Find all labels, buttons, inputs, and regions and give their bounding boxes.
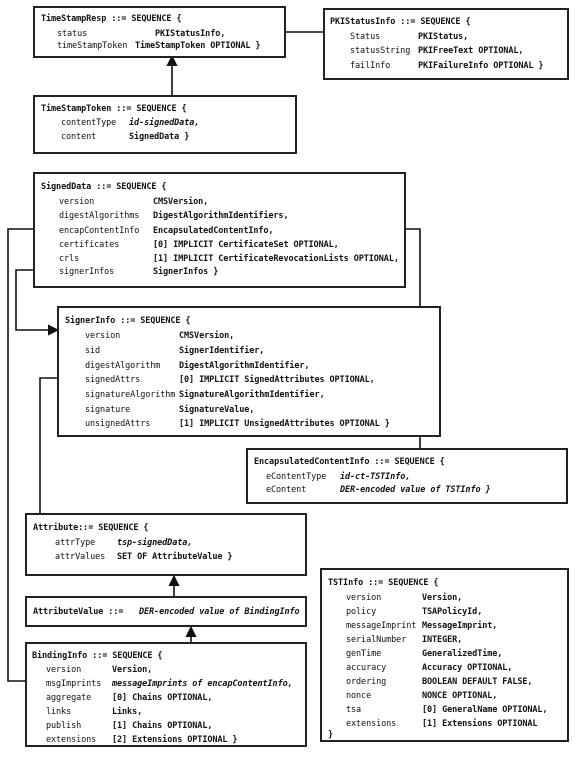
arrow-encapcontentinfo-to-msgimprints [7,228,42,687]
bindinginfo-row-extensions: extensions[2] Extensions OPTIONAL } [46,735,238,745]
bindinginfo-title: BindingInfo ::= SEQUENCE { [32,651,163,661]
pkistatusinfo-title: PKIStatusInfo ::= SEQUENCE { [330,17,471,27]
timestampresp-title: TimeStampResp ::= SEQUENCE { [41,14,182,24]
signeddata-row-certificates: certificates[0] IMPLICIT CertificateSet … [59,240,339,250]
signeddata-title: SignedData ::= SEQUENCE { [41,182,167,192]
tstinfo-row-tsa: tsa[0] GeneralName OPTIONAL, [346,705,548,715]
attribute-title: Attribute::= SEQUENCE { [33,523,149,533]
tstinfo-close: } [328,730,334,740]
tstinfo-title: TSTInfo ::= SEQUENCE { [328,578,439,588]
signerinfo-row-unsignedattrs: unsignedAttrs[1] IMPLICIT UnsignedAttrib… [85,419,390,429]
encapsulatedcontentinfo-title: EncapsulatedContentInfo ::= SEQUENCE { [254,457,445,467]
bindinginfo-row-aggregate: aggregate[0] Chains OPTIONAL, [46,693,213,703]
tstinfo-row-extensions: extensions[1] Extensions OPTIONAL [346,719,538,729]
arrow-signerinfos-to-signerinfo [15,269,60,336]
signerinfo-title: SignerInfo ::= SEQUENCE { [65,316,191,326]
signeddata-row-crls: crls[1] IMPLICIT CertificateRevocationLi… [59,254,399,264]
bindinginfo-row-publish: publish[1] Chains OPTIONAL, [46,721,213,731]
attributevalue-row: AttributeValue ::= DER-encoded value of … [33,607,300,617]
timestamptoken-title: TimeStampToken ::= SEQUENCE { [41,104,187,114]
timestamptoken-box: TimeStampToken ::= SEQUENCE { contentTyp… [33,95,297,154]
attributevalue-box: AttributeValue ::= DER-encoded value of … [25,596,307,627]
encapsulatedcontentinfo-box: EncapsulatedContentInfo ::= SEQUENCE { e… [246,448,568,504]
signerinfo-row-signedattrs: signedAttrs[0] IMPLICIT SignedAttributes… [85,375,375,385]
